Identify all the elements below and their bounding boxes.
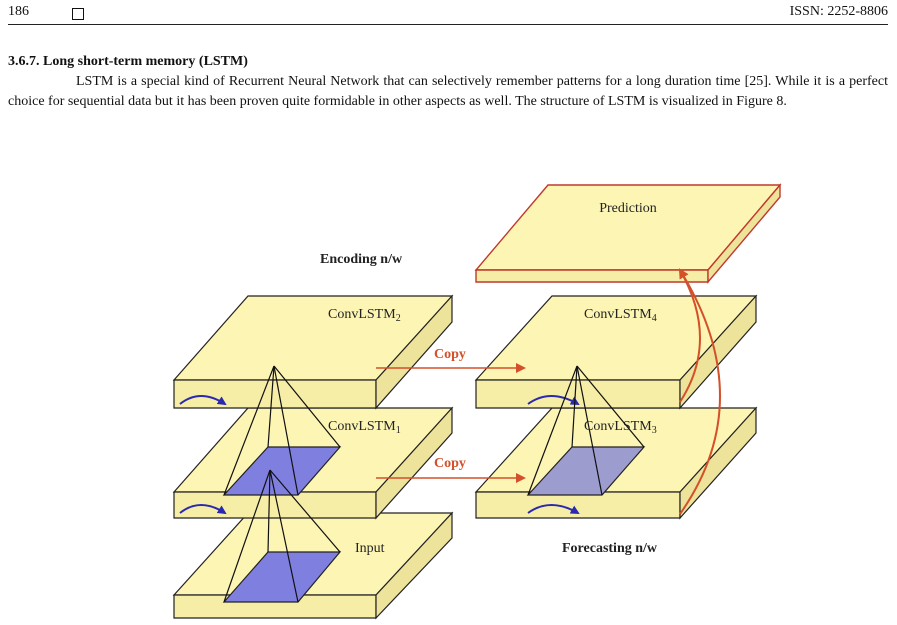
journal-issn: ISSN: 2252-8806 [789, 4, 888, 19]
copy-arrow-bottom: Copy [376, 456, 526, 483]
copy-label-bottom: Copy [434, 456, 466, 471]
convlstm1-recurrent-arrow [179, 504, 227, 515]
copy-label-top: Copy [434, 347, 466, 362]
convlstm3-recurrent-arrow [527, 504, 580, 514]
convlstm1-to-convlstm2-pyramid [223, 365, 341, 496]
convlstm1-label: ConvLSTM1 [328, 419, 401, 436]
forecast-to-prediction-arrows [678, 268, 721, 515]
input-layer: Input [172, 511, 454, 620]
convlstm4-recurrent-arrow [527, 395, 580, 405]
section-heading: 3.6.7. Long short-term memory (LSTM) [8, 54, 248, 69]
convlstm3-to-convlstm4-pyramid [527, 365, 645, 496]
input-label: Input [355, 541, 385, 556]
convlstm2-recurrent-arrow [179, 395, 227, 406]
square-bullet-icon [72, 8, 84, 20]
convlstm4-label: ConvLSTM4 [584, 307, 657, 324]
prediction-label: Prediction [599, 201, 657, 216]
prediction-layer: Prediction [474, 183, 782, 284]
convlstm3-label: ConvLSTM3 [584, 419, 657, 436]
page-header: 186 ISSN: 2252-8806 [8, 2, 888, 26]
convlstm2-label: ConvLSTM2 [328, 307, 401, 324]
convlstm1-layer: ConvLSTM1 [172, 406, 454, 520]
convlstm2-layer: ConvLSTM2 [172, 294, 454, 410]
header-rule [8, 24, 888, 25]
convlstm3-layer: ConvLSTM3 [474, 406, 758, 520]
copy-arrow-top: Copy [376, 347, 526, 373]
body-paragraph: LSTM is a special kind of Recurrent Neur… [8, 74, 888, 109]
convlstm4-layer: ConvLSTM4 [474, 294, 758, 410]
page-number: 186 [8, 4, 29, 19]
forecasting-network-label: Forecasting n/w [562, 541, 658, 556]
encoding-network-label: Encoding n/w [320, 252, 403, 267]
input-to-convlstm1-pyramid [223, 469, 341, 603]
